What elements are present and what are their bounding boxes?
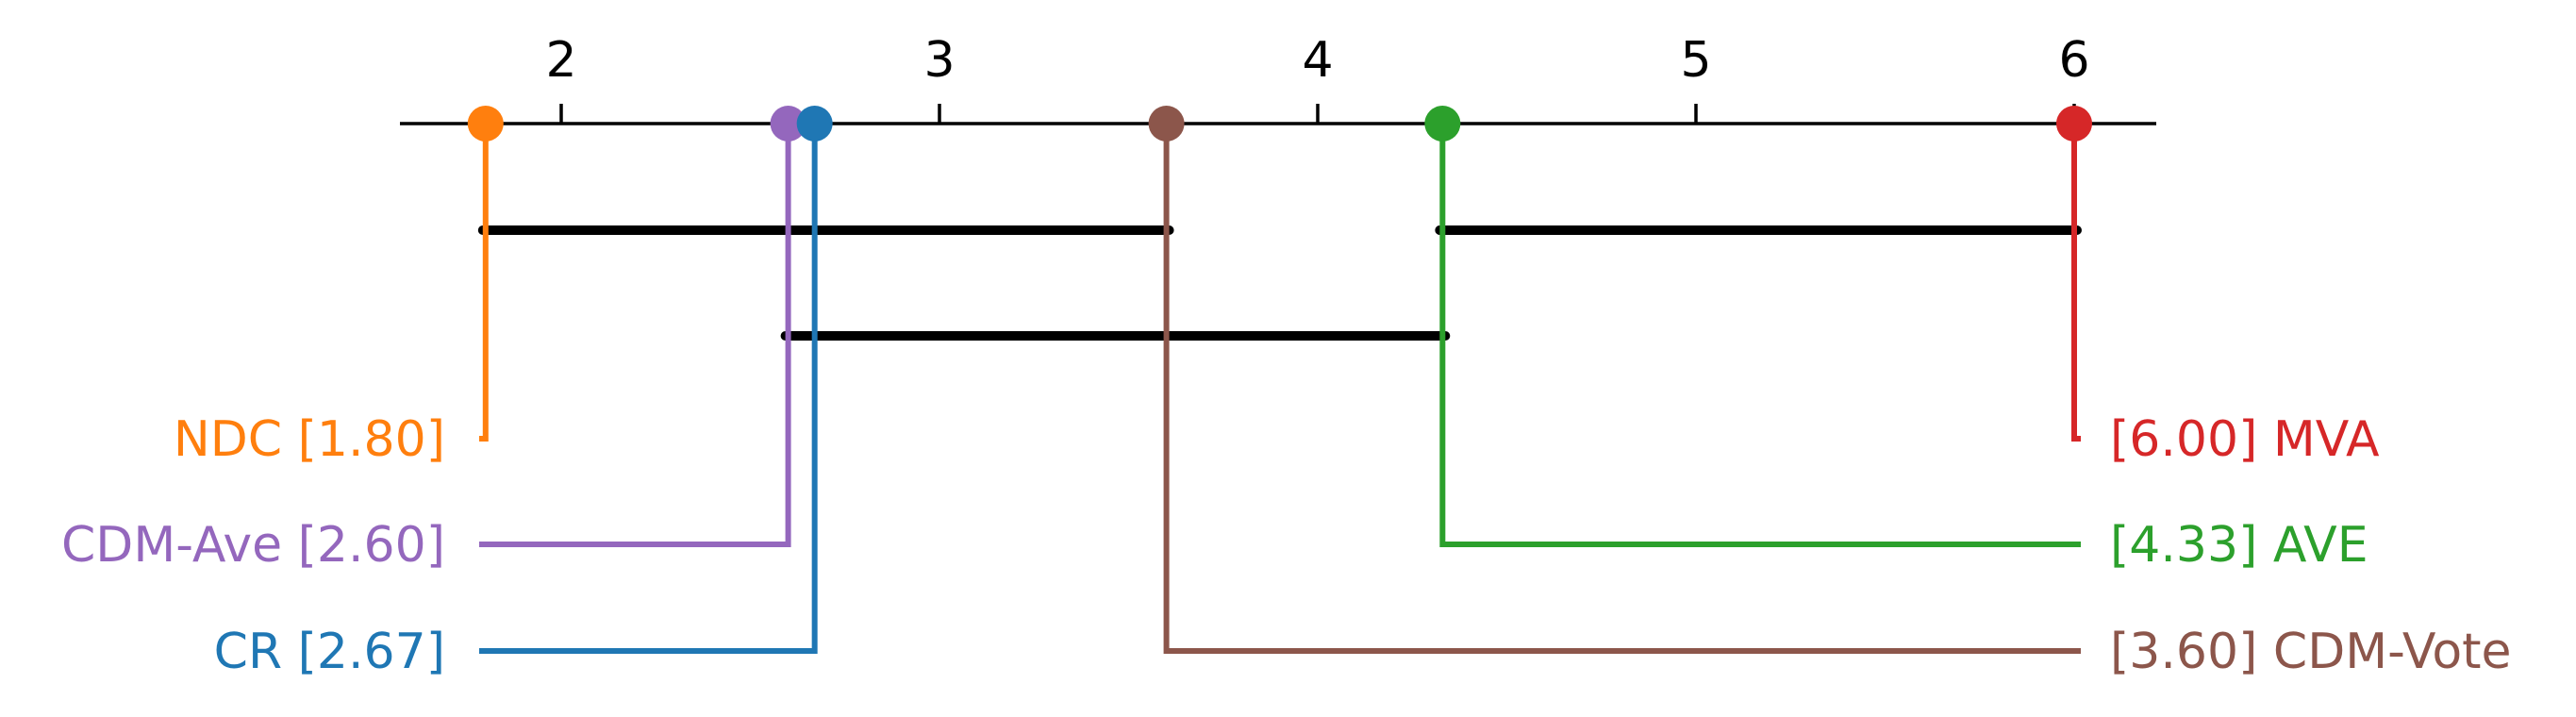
clique-bars — [477, 225, 2082, 341]
method-markers: NDC [1.80] CDM-Ave [2.60] CR [2.67] [6.00] … — [61, 106, 2512, 680]
tick-label: 4 — [1302, 32, 1333, 89]
marker-mva — [2056, 106, 2092, 142]
label-cdm-ave: CDM-Ave [2.60] — [61, 517, 445, 574]
tick-label: 5 — [1680, 32, 1711, 89]
marker-ndc — [467, 106, 504, 142]
label-cdm-vote: [3.60] CDM-Vote — [2110, 624, 2512, 680]
marker-ave — [1424, 106, 1461, 142]
marker-cdm-ave — [770, 106, 806, 142]
connector-cr — [479, 124, 818, 654]
connector-ave — [1439, 124, 2081, 547]
tick-label: 6 — [2058, 32, 2089, 89]
connector-cdm-ave — [479, 124, 791, 547]
marker-cdm-vote — [1148, 106, 1185, 142]
connector-ndc — [479, 124, 489, 442]
rank-axis: 2 3 4 5 6 — [400, 32, 2156, 125]
label-cr: CR [2.67] — [214, 624, 445, 680]
label-ndc: NDC [1.80] — [174, 411, 445, 468]
marker-cr — [796, 106, 833, 142]
tick-label: 3 — [923, 32, 955, 89]
label-ave: [4.33] AVE — [2110, 517, 2368, 574]
connector-mva — [2071, 124, 2081, 442]
label-mva: [6.00] MVA — [2110, 411, 2380, 468]
tick-label: 2 — [545, 32, 576, 89]
connector-cdm-vote — [1163, 124, 2081, 654]
